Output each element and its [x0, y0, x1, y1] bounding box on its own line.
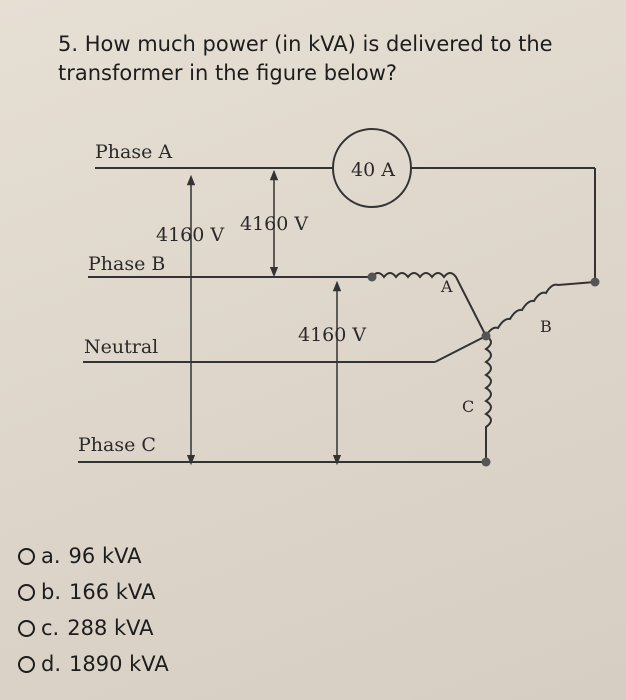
terminal-a: [367, 272, 377, 282]
voltage-label-bc: 4160 V: [298, 324, 366, 346]
phase-a-label: Phase A: [95, 141, 172, 163]
coil-b-label: B: [540, 317, 552, 336]
option-letter: b.: [41, 580, 62, 604]
terminal-c: [481, 457, 491, 467]
voltage-label-left: 4160 V: [156, 224, 224, 246]
current-label: 40 A: [351, 159, 395, 181]
neutral-to-star: [434, 335, 487, 363]
phase-c-label: Phase C: [78, 434, 156, 456]
coil-a-label: A: [440, 277, 453, 296]
phase-b-label: Phase B: [88, 253, 165, 275]
coil-b: [485, 281, 596, 337]
terminal-star: [481, 331, 491, 341]
terminal-b: [590, 277, 600, 287]
radio-icon[interactable]: [18, 619, 35, 637]
radio-icon[interactable]: [18, 547, 35, 565]
coil-a: [371, 272, 487, 337]
option-letter: a.: [41, 544, 61, 568]
voltage-label-ab: 4160 V: [240, 213, 308, 235]
option-text: 288 kVA: [67, 616, 154, 640]
option-c[interactable]: c. 288 kVA: [18, 610, 169, 646]
coil-c-label: C: [462, 397, 474, 416]
option-letter: d.: [41, 652, 62, 676]
current-meter: [332, 128, 412, 208]
coil-c: [484, 335, 492, 462]
option-text: 166 kVA: [69, 580, 156, 604]
question-text: 5. How much power (in kVA) is delivered …: [58, 30, 598, 88]
option-text: 96 kVA: [68, 544, 142, 568]
question-body: How much power (in kVA) is delivered to …: [58, 32, 553, 85]
question-number: 5.: [58, 32, 79, 56]
neutral-label: Neutral: [84, 336, 158, 358]
option-letter: c.: [41, 616, 60, 640]
option-a[interactable]: a. 96 kVA: [18, 538, 169, 574]
radio-icon[interactable]: [18, 583, 35, 601]
option-b[interactable]: b. 166 kVA: [18, 574, 169, 610]
answer-options: a. 96 kVA b. 166 kVA c. 288 kVA d. 1890 …: [18, 538, 169, 682]
option-text: 1890 kVA: [69, 652, 169, 676]
option-d[interactable]: d. 1890 kVA: [18, 646, 169, 682]
radio-icon[interactable]: [18, 655, 35, 673]
